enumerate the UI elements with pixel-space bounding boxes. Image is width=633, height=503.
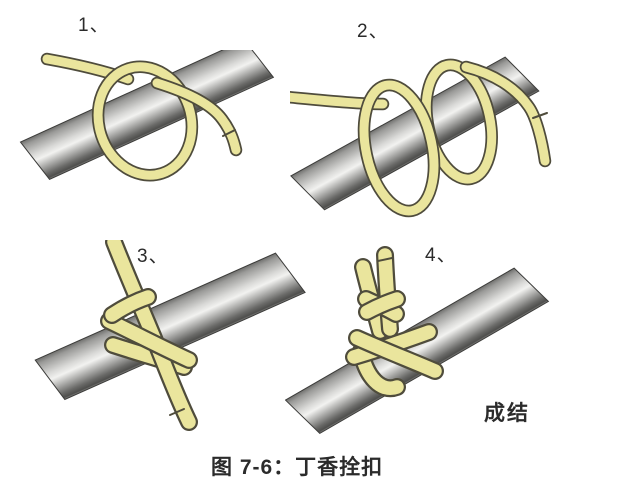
rope-end-right	[376, 246, 399, 338]
step-1-label: 1、	[78, 15, 110, 36]
rope-cut-mark	[169, 408, 185, 416]
rope-cut-mark	[222, 129, 236, 137]
knot-step-1-illustration	[19, 50, 275, 182]
rope-first-loop	[357, 78, 441, 218]
pole	[34, 252, 306, 401]
rope-cross-wrap	[100, 312, 198, 369]
rope-upper-wrap	[103, 288, 157, 324]
rope-working-end	[459, 60, 552, 168]
rope-loop	[91, 60, 199, 182]
step-2-label: 2、	[357, 21, 389, 42]
knot-step-4-illustration	[285, 246, 550, 435]
completed-label: 成结	[484, 402, 530, 425]
pole	[285, 267, 550, 435]
step-3-label: 3、	[137, 246, 169, 267]
knot-step-2-illustration	[290, 56, 552, 218]
step-4-label: 4、	[425, 245, 457, 266]
rope-lower-wrap	[104, 336, 193, 376]
rope-working-end	[150, 76, 243, 157]
figure-caption: 图 7-6：丁香拴扣	[211, 456, 384, 479]
rope-cut-mark	[532, 112, 548, 119]
rope-twist-upper	[358, 290, 406, 321]
knot-step-3-illustration	[34, 240, 306, 431]
rope-cross-over	[348, 329, 444, 380]
rope-standing-end	[290, 91, 390, 111]
rope-cut-mark	[377, 257, 393, 262]
rope-vertical-strand	[105, 240, 198, 431]
